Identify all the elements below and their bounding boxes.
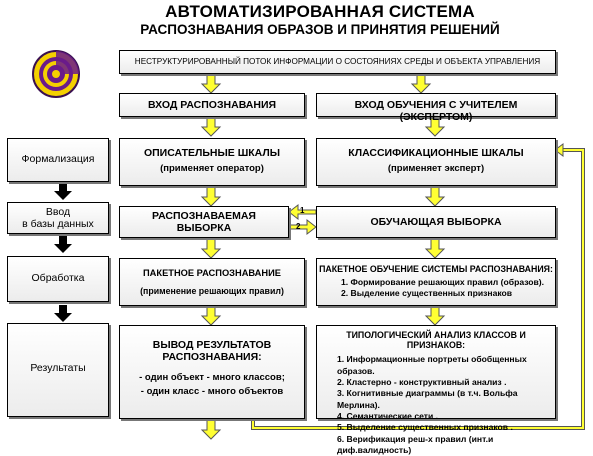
arrow-label-2: 2 [296, 222, 301, 231]
arrow-down [424, 305, 446, 326]
batch-training-item: 1. Формирование решающих правил (образов… [341, 277, 545, 288]
db-input-line2: в базы данных [22, 218, 94, 231]
typology-item: 1. Информационные портреты обобщенных об… [337, 354, 527, 376]
classification-scales-box: КЛАССИФИКАЦИОННЫЕ ШКАЛЫ (применяет экспе… [316, 138, 556, 186]
typology-item: 5. Выделение существенных признаков . [337, 422, 513, 433]
black-arrow-down [54, 183, 72, 200]
arrow-right-2 [288, 218, 317, 236]
page-subtitle: РАСПОЗНАВАНИЯ ОБРАЗОВ И ПРИНЯТИЯ РЕШЕНИЙ [140, 22, 500, 37]
recognized-sample-line1: РАСПОЗНАВАЕМАЯ [152, 210, 256, 222]
db-input-line1: Ввод [45, 206, 71, 218]
teacher-input-box: ВХОД ОБУЧЕНИЯ С УЧИТЕЛЕМ (ЭКСПЕРТОМ) [316, 93, 556, 123]
results-box: Результаты [7, 323, 109, 417]
recognition-input-label: ВХОД РАСПОЗНАВАНИЯ [147, 99, 277, 111]
arrow-down [200, 305, 222, 326]
batch-recognition-sub: (применение решающих правил) [140, 285, 284, 296]
batch-training-box: ПАКЕТНОЕ ОБУЧЕНИЕ СИСТЕМЫ РАСПОЗНАВАНИЯ:… [316, 258, 556, 306]
arrow-down [410, 74, 432, 94]
arrow-down [424, 186, 446, 207]
feedback-arrowhead [554, 143, 564, 157]
arrow-down [200, 418, 222, 440]
typology-title: ТИПОЛОГИЧЕСКИЙ АНАЛИЗ КЛАССОВ И ПРИЗНАКО… [346, 330, 526, 351]
training-sample-label: ОБУЧАЮЩАЯ ВЫБОРКА [370, 216, 502, 228]
typology-box: ТИПОЛОГИЧЕСКИЙ АНАЛИЗ КЛАССОВ И ПРИЗНАКО… [316, 325, 556, 455]
processing-box: Обработка [7, 256, 109, 302]
typology-item: 4. Семантические сети . [337, 410, 439, 421]
recognized-sample-line2: ВЫБОРКА [176, 222, 232, 235]
batch-training-item: 2. Выделение существенных признаков [341, 288, 513, 299]
black-arrow-down [54, 236, 72, 253]
recognized-sample-box: РАСПОЗНАВАЕМАЯ ВЫБОРКА [119, 206, 289, 238]
classification-scales-sub: (применяет эксперт) [387, 163, 485, 175]
recognition-output-box: ВЫВОД РЕЗУЛЬТАТОВ РАСПОЗНАВАНИЯ: - один … [119, 325, 305, 419]
typology-item: 2. Кластерно - конструктивный анализ . [337, 376, 507, 387]
batch-recognition-box: ПАКЕТНОЕ РАСПОЗНАВАНИЕ (применение решаю… [119, 258, 305, 306]
arrow-down [200, 117, 222, 137]
diagram-canvas [32, 50, 585, 440]
processing-label: Обработка [31, 272, 85, 284]
output-item: - один объект - много классов; [139, 372, 285, 384]
arrow-down [200, 238, 222, 259]
output-item: - один класс - много объектов [140, 386, 284, 398]
arrow-down [424, 117, 446, 137]
arrow-down [424, 238, 446, 259]
recognition-input-box: ВХОД РАСПОЗНАВАНИЯ [119, 93, 305, 117]
logo-icon [32, 50, 80, 98]
unstructured-flow-box: НЕСТРУКТУРИРОВАННЫЙ ПОТОК ИНФОРМАЦИИ О С… [119, 50, 556, 74]
unstructured-flow-label: НЕСТРУКТУРИРОВАННЫЙ ПОТОК ИНФОРМАЦИИ О С… [134, 57, 541, 66]
formalization-label: Формализация [21, 153, 95, 165]
arrow-down [200, 186, 222, 207]
results-label: Результаты [30, 362, 86, 374]
page-title: АВТОМАТИЗИРОВАННАЯ СИСТЕМА [165, 2, 475, 21]
black-arrow-down [54, 305, 72, 322]
batch-training-label: ПАКЕТНОЕ ОБУЧЕНИЕ СИСТЕМЫ РАСПОЗНАВАНИЯ: [319, 264, 553, 274]
descriptive-scales-sub: (применяет оператор) [160, 163, 264, 175]
descriptive-scales-label: ОПИСАТЕЛЬНЫЕ ШКАЛЫ [143, 147, 281, 159]
output-line2: РАСПОЗНАВАНИЯ: [162, 351, 262, 364]
classification-scales-label: КЛАССИФИКАЦИОННЫЕ ШКАЛЫ [348, 147, 524, 159]
db-input-box: Ввод в базы данных [7, 202, 109, 234]
typology-item: 3. Когнитивные диаграммы (в т.ч. Вольфа … [337, 388, 518, 410]
output-line1: ВЫВОД РЕЗУЛЬТАТОВ [152, 339, 272, 351]
arrow-label-1: 1 [300, 206, 305, 215]
teacher-input-label: ВХОД ОБУЧЕНИЯ С УЧИТЕЛЕМ (ЭКСПЕРТОМ) [354, 99, 518, 124]
arrow-down [200, 74, 222, 94]
descriptive-scales-box: ОПИСАТЕЛЬНЫЕ ШКАЛЫ (применяет оператор) [119, 138, 305, 186]
arrow-left-1 [288, 203, 317, 221]
feedback-loop [251, 148, 585, 430]
batch-recognition-label: ПАКЕТНОЕ РАСПОЗНАВАНИЕ [143, 268, 281, 278]
training-sample-box: ОБУЧАЮЩАЯ ВЫБОРКА [316, 206, 556, 238]
formalization-box: Формализация [7, 138, 109, 182]
